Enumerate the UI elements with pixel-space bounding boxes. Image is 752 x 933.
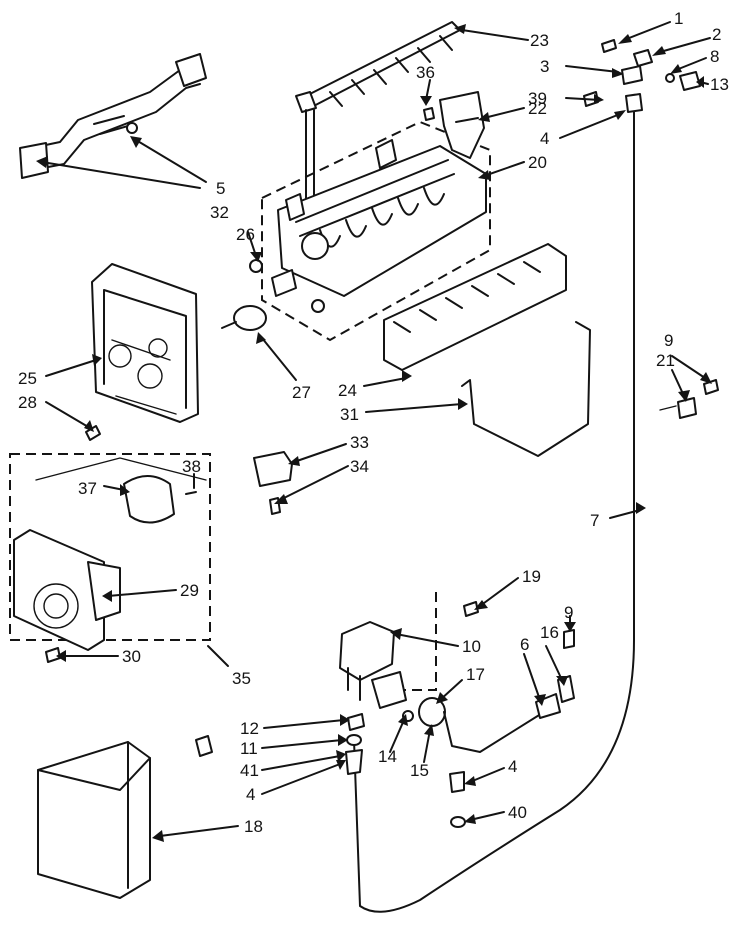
shutoff-arm: [461, 321, 591, 457]
label-37: 37: [78, 479, 97, 498]
label-1: 1: [674, 9, 683, 28]
label-2: 2: [712, 25, 721, 44]
label-20: 20: [528, 153, 547, 172]
label-40: 40: [508, 803, 527, 822]
label-35: 35: [232, 669, 251, 688]
screw-36: [423, 107, 435, 121]
nut-40: [450, 816, 466, 828]
washer-8: [665, 73, 675, 83]
label-23: 23: [530, 31, 549, 50]
label-31: 31: [340, 405, 359, 424]
label-12: 12: [240, 719, 259, 738]
label-25: 25: [18, 369, 37, 388]
fitting-3: [621, 65, 643, 85]
label-38: 38: [182, 457, 201, 476]
label-5: 5: [216, 179, 225, 198]
screw-19: [463, 601, 479, 617]
label-30: 30: [122, 647, 141, 666]
screw-9-lower: [563, 629, 575, 649]
stripper: [383, 243, 567, 371]
label-26: 26: [236, 225, 255, 244]
label-9-upper: 9: [664, 331, 673, 350]
label-15: 15: [410, 761, 429, 780]
label-6: 6: [520, 635, 529, 654]
label-28: 28: [18, 393, 37, 412]
label-32: 32: [210, 203, 229, 222]
wire-harness: [19, 53, 207, 179]
insulation-panel: [37, 741, 151, 899]
label-4-right: 4: [508, 757, 517, 776]
screw-9-upper: [703, 379, 719, 395]
label-33: 33: [350, 433, 369, 452]
grommet-4-right: [449, 771, 465, 793]
label-22: 22: [528, 99, 547, 118]
label-7: 7: [590, 511, 599, 530]
label-9-lower: 9: [564, 603, 573, 622]
label-19: 19: [522, 567, 541, 586]
label-27: 27: [292, 383, 311, 402]
label-36: 36: [416, 63, 435, 82]
label-13: 13: [710, 75, 729, 94]
thermostat: [221, 305, 267, 331]
control-housing: [91, 263, 199, 423]
clip-21: [659, 397, 697, 419]
water-valve: [339, 592, 437, 709]
label-21: 21: [656, 351, 675, 370]
fill-cup: [439, 91, 485, 159]
fill-tube: [353, 111, 635, 913]
label-29: 29: [180, 581, 199, 600]
label-24: 24: [338, 381, 357, 400]
ejector-blade: [295, 21, 461, 251]
fitting-2: [633, 49, 653, 67]
ice-mold-housing: [261, 120, 491, 342]
washer-41: [346, 734, 362, 746]
label-4-bottom: 4: [246, 785, 255, 804]
clamp-4-top: [625, 93, 643, 113]
fitting-1: [601, 39, 617, 53]
part-number-labels: 1 2 3 8 13 39 4 23 36 22 20 5 32 26 25 2…: [18, 9, 729, 836]
label-10: 10: [462, 637, 481, 656]
label-14: 14: [378, 747, 397, 766]
label-4-top: 4: [540, 129, 549, 148]
label-8: 8: [710, 47, 719, 66]
label-11: 11: [240, 739, 258, 758]
screw-26: [249, 259, 263, 273]
nut-11: [347, 713, 365, 731]
label-3: 3: [540, 57, 549, 76]
grommet-4-bottom: [345, 749, 363, 775]
bracket-33: [253, 451, 293, 487]
leader-lines: [36, 21, 712, 842]
label-41: 41: [240, 761, 259, 780]
label-39: 39: [528, 89, 547, 108]
motor-module-group: [9, 453, 211, 651]
cap-12: [195, 735, 213, 757]
label-34: 34: [350, 457, 369, 476]
label-18: 18: [244, 817, 263, 836]
label-16: 16: [540, 623, 559, 642]
label-17: 17: [466, 665, 485, 684]
fitting-15-17: [418, 697, 545, 753]
nut-13: [679, 71, 701, 91]
